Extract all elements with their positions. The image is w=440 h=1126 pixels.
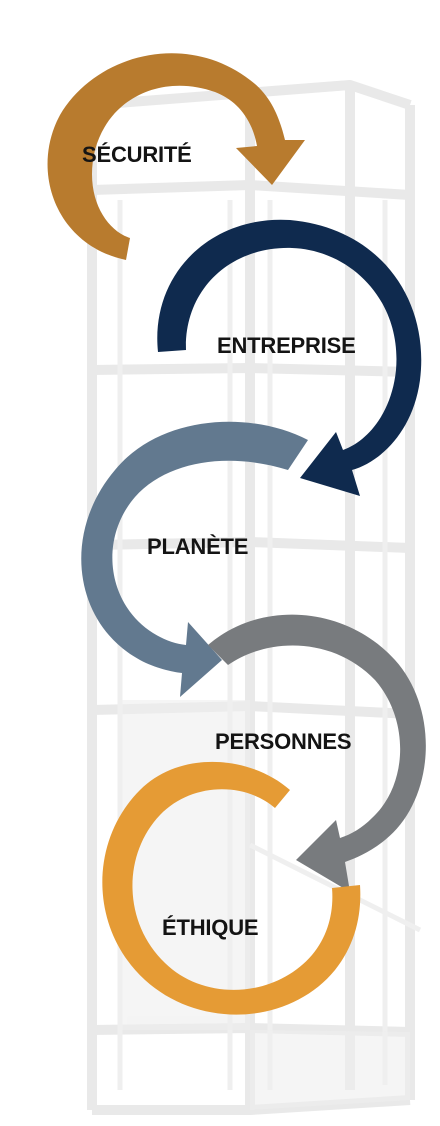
personnes-label: PERSONNES (215, 729, 352, 754)
ethique-arrow (102, 761, 361, 1015)
entreprise-label: ENTREPRISE (217, 333, 356, 358)
personnes-arrow (208, 614, 426, 892)
securite-arrow (47, 53, 306, 261)
planete-arrow (81, 421, 308, 697)
securite-label: SÉCURITÉ (82, 142, 192, 167)
ethique-label: ÉTHIQUE (162, 915, 259, 940)
planete-label: PLANÈTE (147, 534, 249, 559)
